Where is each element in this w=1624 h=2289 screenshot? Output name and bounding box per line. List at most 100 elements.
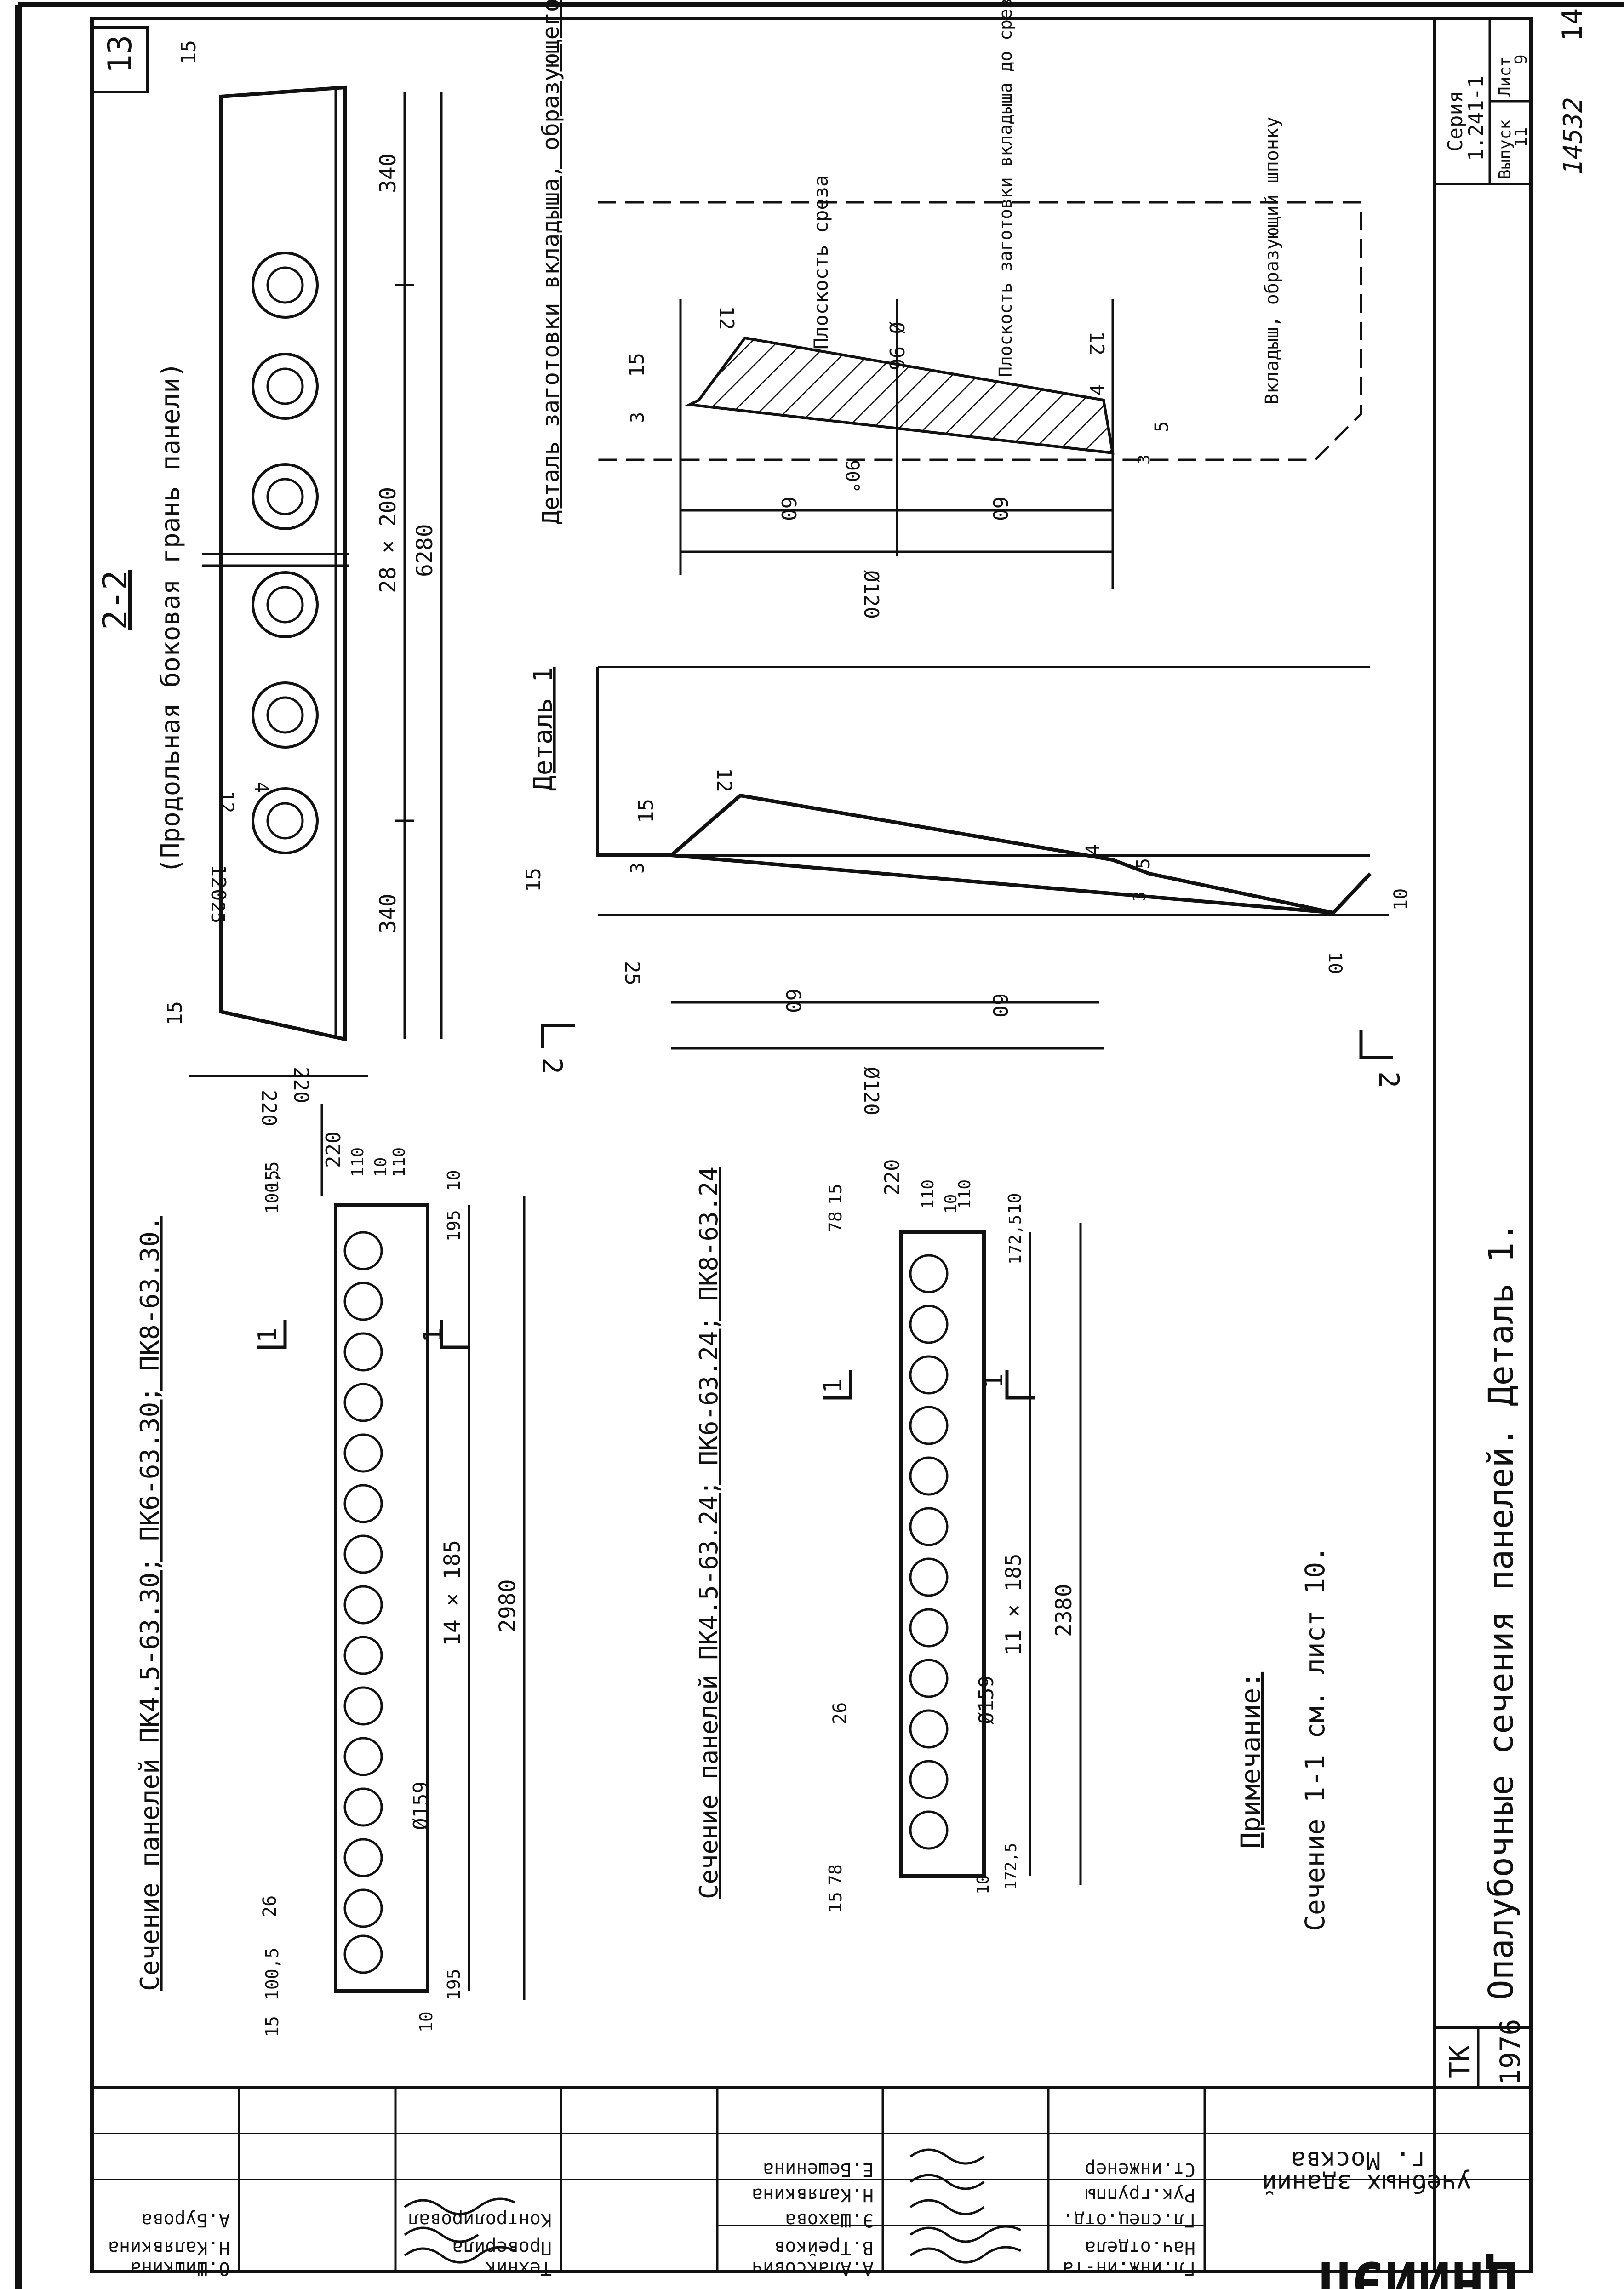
dim-label: 60 bbox=[988, 497, 1012, 521]
detail-insert-title: Деталь заготовки вкладыша, образующего ш… bbox=[538, 0, 564, 524]
person-name: А.Алаксович bbox=[752, 2258, 874, 2279]
person-name: О.Шишкина bbox=[130, 2258, 230, 2279]
dim-label: Ø120 bbox=[859, 1067, 883, 1116]
view-2-2-title: 2-2 bbox=[96, 570, 134, 630]
cut-mark-1: 1 bbox=[253, 1328, 282, 1343]
detail-1-title: Деталь 1 bbox=[528, 667, 558, 791]
section-a: Сечение панелей ПК4.5-63.30; ПК6-63.30; … bbox=[135, 1067, 526, 2037]
dim-label: 90° bbox=[841, 460, 863, 493]
dim-label: 60 bbox=[781, 989, 805, 1013]
org-name: учебных зданий bbox=[1262, 2169, 1471, 2198]
sheet-number-corner: 14 bbox=[1556, 8, 1589, 41]
role: Гл.спец.отд. bbox=[1063, 2209, 1195, 2231]
drawing-title: Опалубочные сечения панелей. Деталь 1. bbox=[1481, 1222, 1521, 2000]
note-text: Сечение 1-1 см. лист 10. bbox=[1299, 1546, 1331, 1931]
dim-label: 10 bbox=[942, 1194, 961, 1214]
dim-label: 15 bbox=[262, 2016, 282, 2037]
label-cut-plane: Плоскость среза bbox=[810, 175, 832, 349]
insert-hatch bbox=[685, 336, 1115, 455]
doc-type: ТК bbox=[1444, 2045, 1476, 2078]
dim-label: 100,5 bbox=[262, 1162, 282, 1214]
person-name: В.Трейков bbox=[774, 2237, 874, 2258]
role: Нач.отдела bbox=[1085, 2237, 1195, 2258]
cut-mark-2: 2 bbox=[1372, 1071, 1405, 1088]
dim-label: 120 bbox=[206, 864, 230, 901]
dim-label: 60 bbox=[988, 993, 1012, 1018]
role: Ст.инженер bbox=[1085, 2159, 1195, 2180]
dim-label: 220 bbox=[322, 1132, 345, 1168]
dim-label: 3 bbox=[1135, 454, 1154, 464]
dim-label: 340 bbox=[375, 153, 401, 193]
dim-label: 172,5 bbox=[1006, 1215, 1025, 1265]
dim-label: 28 × 200 bbox=[375, 487, 401, 593]
dim-label: 15 bbox=[825, 1892, 846, 1913]
label-blank-plane: Плоскость заготовки вкладыша до среза bbox=[995, 0, 1016, 377]
dim-label: 10 bbox=[1324, 952, 1345, 974]
dim-label: 15 bbox=[522, 868, 545, 892]
cut-mark-2: 2 bbox=[536, 1058, 568, 1074]
issue-label: Выпуск bbox=[1496, 120, 1515, 179]
role: Рук.группы bbox=[1085, 2184, 1195, 2205]
dim-label: Ø120 bbox=[859, 570, 883, 619]
series-value: 1.241-1 bbox=[1464, 76, 1488, 161]
dim-label: Ø159 bbox=[409, 1781, 433, 1830]
year: 1976 bbox=[1494, 2019, 1527, 2086]
dim-label: 11 × 185 bbox=[1001, 1553, 1026, 1655]
dim-label: 78 bbox=[825, 1864, 846, 1885]
dim-label: 25 bbox=[620, 961, 644, 985]
dim-label: 172,5 bbox=[1002, 1843, 1020, 1890]
dim-label: 5 bbox=[1133, 858, 1154, 869]
view-2-2: 2-2 (Продольная боковая грань панели) 15… bbox=[96, 40, 443, 1126]
dim-label: 78 bbox=[825, 1211, 846, 1232]
issue-value: 11 bbox=[1512, 127, 1531, 147]
org-logo: ЦНИИЭП bbox=[1318, 2249, 1517, 2289]
dim-label: 195 bbox=[444, 1210, 464, 1242]
signatures bbox=[404, 2148, 1022, 2264]
dim-label: Ø159 bbox=[975, 1676, 998, 1724]
dim-label: 2380 bbox=[1051, 1584, 1077, 1637]
dim-label: 4 bbox=[1087, 384, 1108, 395]
dim-label: 2980 bbox=[495, 1579, 520, 1632]
city: г. Москва bbox=[1291, 2146, 1425, 2175]
view-2-2-subtitle: (Продольная боковая грань панели) bbox=[156, 362, 186, 874]
dim-label: 4 bbox=[251, 782, 272, 793]
person-name: Э.Шахова bbox=[785, 2209, 874, 2231]
sheet-value: 9 bbox=[1512, 54, 1531, 64]
dim-label: 14 × 185 bbox=[440, 1540, 465, 1646]
dim-label: 5 bbox=[1151, 421, 1172, 432]
series-label: Серия bbox=[1444, 91, 1467, 152]
dim-label: 220 bbox=[289, 1067, 313, 1103]
dim-label: 110 bbox=[390, 1147, 409, 1177]
dim-label: 15 bbox=[262, 1170, 282, 1191]
dim-label: 26 bbox=[829, 1702, 851, 1724]
section-a-title: Сечение панелей ПК4.5-63.30; ПК6-63.30; … bbox=[135, 1216, 165, 1991]
dim-label: 220 bbox=[881, 1159, 904, 1196]
cut-mark-1: 1 bbox=[818, 1378, 847, 1393]
dim-label: 110 bbox=[919, 1179, 938, 1209]
dim-label: 60 bbox=[777, 497, 800, 521]
dim-label: 10 bbox=[444, 1170, 464, 1191]
cut-mark-1: 1 bbox=[418, 1328, 447, 1343]
dim-label: Ø 96 bbox=[885, 322, 908, 371]
person-name: Н.Калявкина bbox=[108, 2237, 230, 2258]
cut-mark-1: 1 bbox=[979, 1373, 1008, 1389]
detail-1: Деталь 1 12 15 15 3 4 5 3 10 10 25 60 60… bbox=[522, 666, 1412, 1116]
dim-label: 12 bbox=[216, 791, 237, 813]
dim-label: 12 bbox=[1085, 331, 1108, 355]
dim-label: 15 bbox=[177, 40, 200, 64]
role: Техник bbox=[486, 2258, 552, 2279]
dim-label: 110 bbox=[349, 1147, 367, 1177]
dim-label: 340 bbox=[375, 893, 401, 933]
dim-label: 12 bbox=[712, 768, 736, 792]
section-b-holes bbox=[909, 1254, 949, 1850]
dim-label: 15 bbox=[163, 1001, 187, 1025]
title-block: Серия 1.241-1 Выпуск 11 Лист 9 ТК 1976 Г… bbox=[90, 17, 1533, 2289]
person-name: Е.Бешенина bbox=[763, 2159, 874, 2180]
section-a-holes bbox=[343, 1231, 383, 1974]
label-insert: Вкладыш, образующий шпонку bbox=[1262, 117, 1283, 405]
sheet-number: 13 bbox=[101, 35, 139, 74]
dim-label: 10 bbox=[1390, 888, 1412, 910]
dim-label: 15 bbox=[625, 353, 649, 377]
dim-label: 4 bbox=[1082, 844, 1104, 855]
